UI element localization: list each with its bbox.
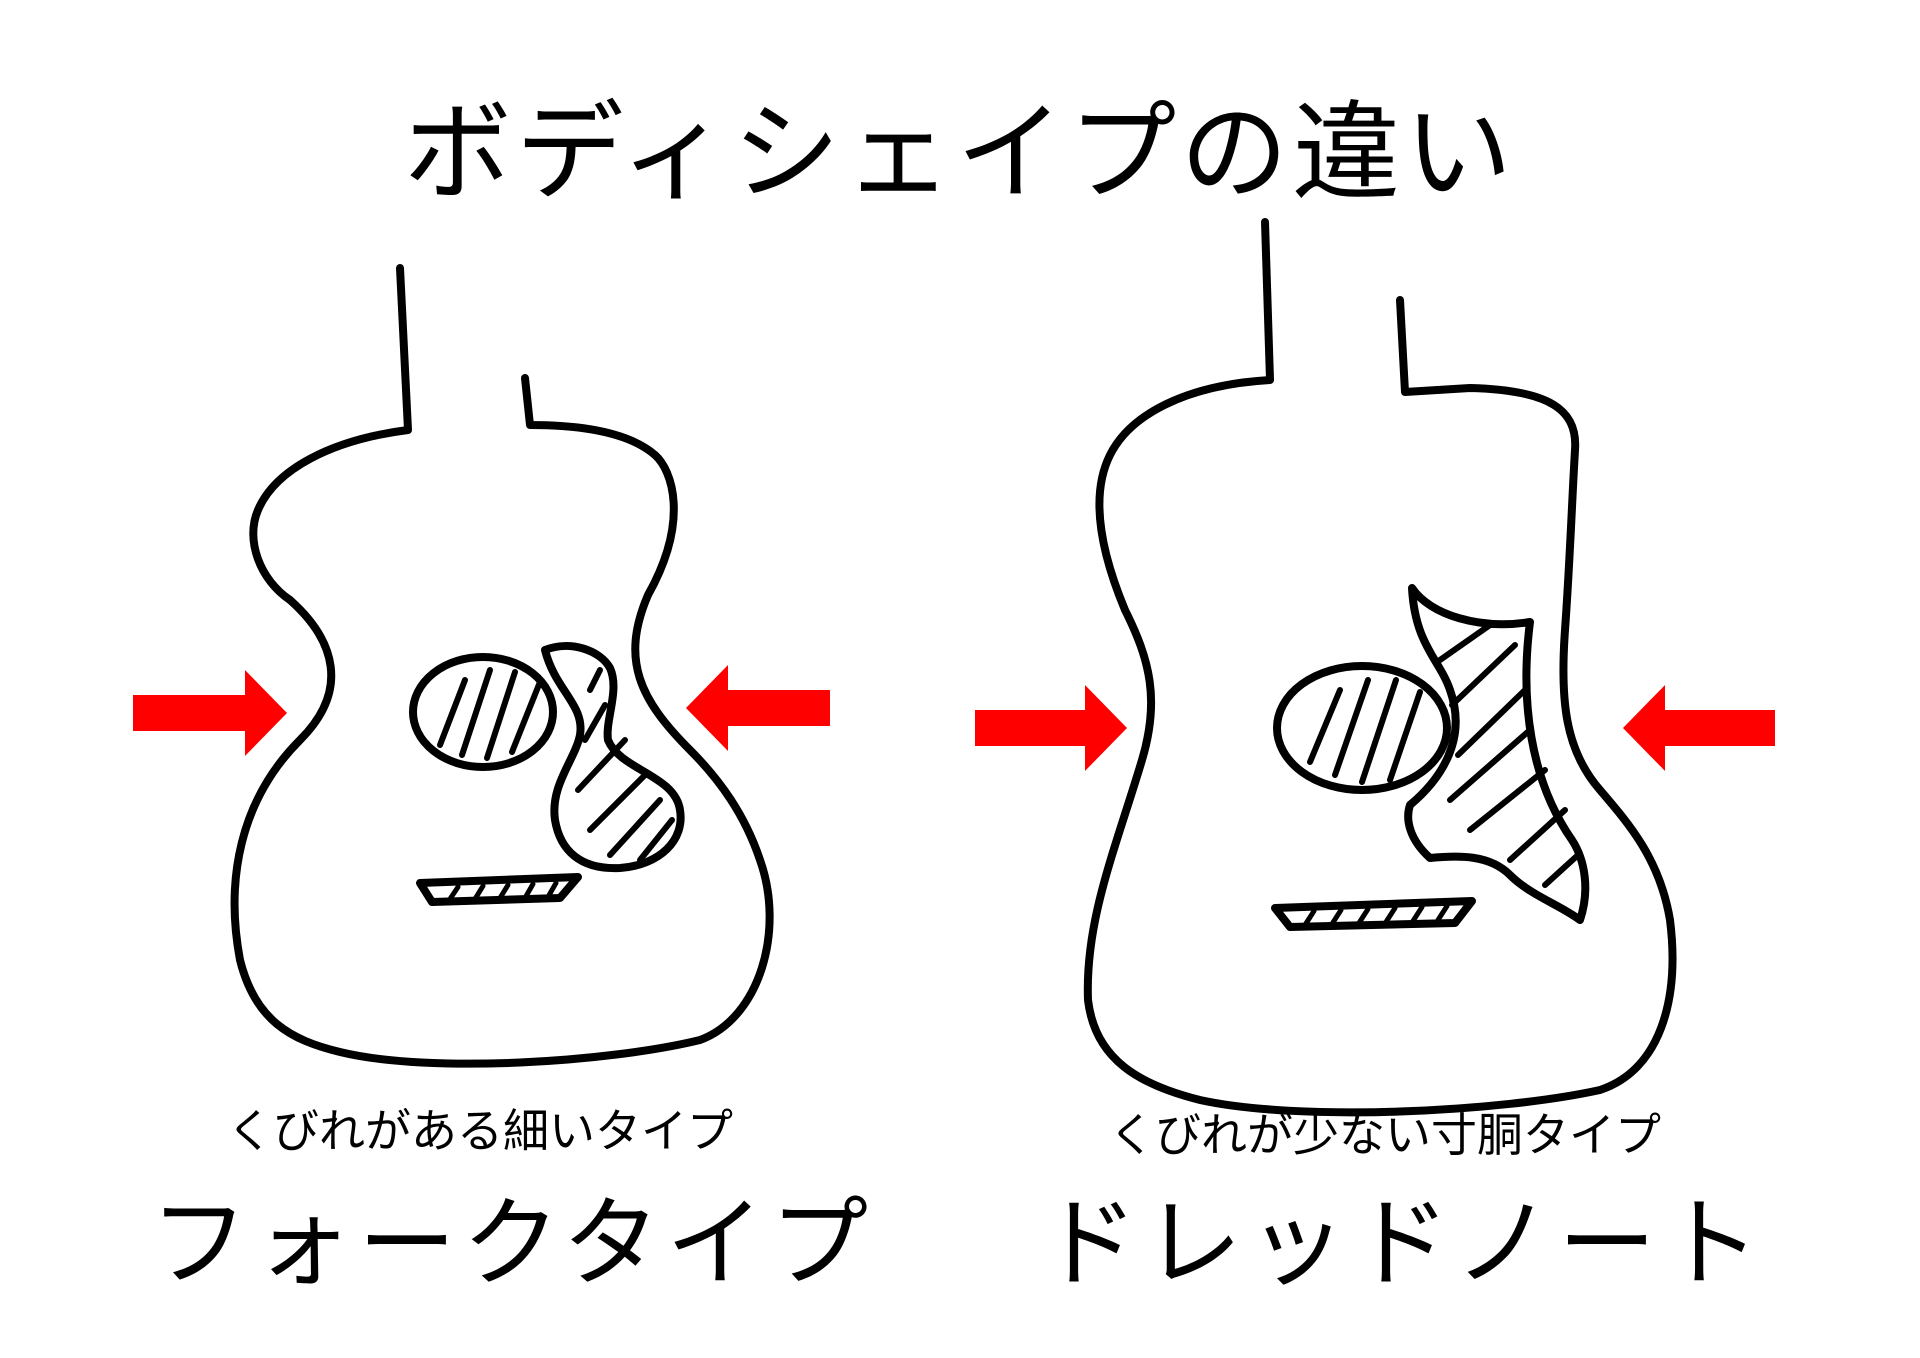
folk-pickguard [541,642,685,873]
dreadnought-name: ドレッドノート [1040,1187,1767,1301]
folk-soundhole [409,653,557,771]
arrow-left-icon [686,665,830,751]
arrow-right-icon [133,670,287,756]
dreadnought-subtitle: くびれが少ない寸胴タイプ [1109,1108,1661,1162]
dreadnought-bridge [1271,897,1476,931]
diagram-title: ボディシェイプの違い [403,91,1517,216]
arrow-right-icon [975,685,1127,771]
dreadnought-soundhole [1273,662,1451,794]
arrow-left-icon [1623,685,1775,771]
folk-bridge [416,873,582,906]
folk-subtitle: くびれがある細いタイプ [227,1104,733,1158]
folk-name: フォークタイプ [150,1187,875,1301]
dreadnought-pickguard [1404,584,1590,924]
dreadnought-guitar [1083,218,1677,1117]
dreadnought-body [1083,218,1677,1117]
folk-guitar [230,264,774,1068]
folk-guitar-body [230,264,774,1068]
